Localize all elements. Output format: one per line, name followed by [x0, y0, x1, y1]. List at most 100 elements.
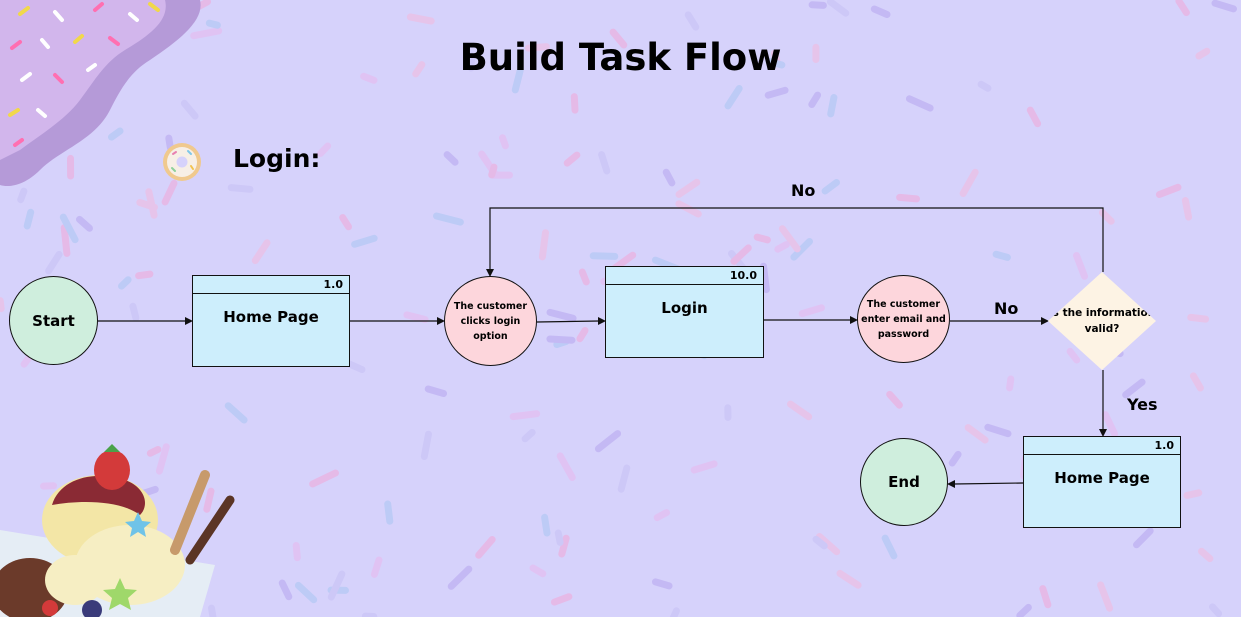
sprinkle — [0, 297, 5, 313]
sprinkle — [190, 27, 223, 40]
sprinkle — [1016, 603, 1032, 617]
sprinkle — [836, 569, 862, 589]
sprinkle — [977, 80, 992, 92]
sprinkle — [669, 607, 680, 617]
sprinkle — [499, 134, 509, 150]
sprinkle — [992, 250, 1011, 261]
sprinkle — [753, 233, 771, 244]
sprinkle — [406, 13, 435, 25]
sprinkle — [546, 335, 576, 344]
sprinkle — [1211, 0, 1237, 13]
sprinkle — [327, 570, 346, 601]
sprinkle — [1066, 347, 1081, 364]
sprinkle — [309, 469, 339, 488]
frosting-drip-decoration — [0, 0, 201, 187]
sprinkle — [1187, 313, 1210, 323]
sprinkle — [161, 179, 178, 206]
sprinkle — [556, 452, 576, 481]
sprinkle — [292, 542, 301, 562]
sprinkle — [433, 212, 464, 226]
arrowheads — [185, 269, 1107, 488]
sprinkle — [208, 604, 217, 617]
sprinkle — [984, 423, 1012, 438]
home-page-box-2: 1.0 Home Page — [1023, 436, 1181, 528]
sprinkle — [808, 91, 822, 108]
sprinkle — [798, 304, 825, 318]
sprinkle — [1183, 489, 1203, 499]
sprinkle — [905, 95, 934, 112]
sprinkle — [251, 239, 271, 265]
sprinkle — [1101, 411, 1119, 438]
sprinkle — [294, 581, 318, 604]
sprinkle — [1175, 0, 1190, 17]
sprinkle — [76, 215, 93, 232]
edge-decision-no-loop — [489, 207, 1104, 272]
sprinkle — [576, 327, 589, 343]
sprinkle — [881, 534, 898, 560]
edge-click-login — [536, 320, 600, 323]
sprinkle — [45, 250, 63, 275]
sprinkle — [424, 385, 448, 397]
sprinkle — [205, 19, 221, 29]
sprinkle — [662, 168, 676, 187]
sprinkle — [765, 57, 786, 69]
connectors — [98, 207, 1104, 485]
sprinkle — [550, 593, 573, 606]
sprinkle — [684, 11, 700, 31]
sprinkle — [1181, 197, 1193, 221]
sprinkle — [790, 238, 813, 261]
donut-icon — [163, 143, 201, 181]
sprinkle — [475, 536, 496, 559]
sprinkle — [447, 565, 473, 590]
sprinkle — [511, 67, 524, 94]
sprinkle — [224, 402, 248, 424]
sprinkle — [17, 187, 28, 204]
sprinkle — [1122, 378, 1146, 399]
sprinkle — [1155, 183, 1182, 198]
sprinkle — [488, 163, 498, 179]
sprinkle — [724, 85, 743, 110]
sprinkle — [948, 450, 962, 467]
edge-home-end — [953, 482, 1024, 485]
sprinkle — [129, 302, 140, 322]
sprinkle — [609, 28, 628, 49]
sprinkle — [675, 178, 701, 198]
sprinkle — [59, 213, 79, 244]
sprinkle — [384, 500, 394, 525]
box-label: Home Page — [223, 308, 319, 326]
sprinkle — [578, 268, 590, 286]
sprinkle — [1039, 585, 1052, 609]
sprinkle — [203, 487, 215, 513]
edge-label-yes: Yes — [1127, 395, 1158, 414]
sprinkle — [443, 151, 459, 166]
sprinkle — [317, 142, 332, 157]
sprinkle — [420, 430, 432, 460]
sprinkle — [467, 52, 476, 72]
sprinkle — [964, 424, 989, 444]
box-number: 1.0 — [1024, 437, 1180, 455]
sprinkle — [812, 535, 828, 550]
sprinkle — [589, 252, 619, 260]
enter-credentials-node: The customer enter email and password — [857, 275, 950, 363]
sprinkle — [370, 556, 383, 578]
sprinkle — [617, 464, 631, 493]
sprinkle — [816, 533, 841, 556]
sprinkle — [524, 43, 550, 52]
section-label: Login: — [233, 144, 321, 173]
sprinkle — [1006, 375, 1015, 392]
sprinkle — [227, 184, 254, 193]
sprinkle — [155, 443, 170, 475]
login-box: 10.0 Login — [605, 266, 764, 358]
sprinkle — [351, 234, 378, 248]
sprinkle — [558, 534, 570, 558]
sprinkle — [959, 168, 979, 197]
sprinkle — [165, 134, 174, 152]
sprinkle — [146, 446, 162, 457]
sprinkle — [108, 127, 124, 141]
sprinkle — [675, 200, 702, 218]
sprinkle — [529, 564, 547, 578]
sprinkle — [598, 151, 611, 175]
sprinkle — [554, 529, 564, 546]
sprinkle — [360, 72, 378, 84]
sprinkle — [521, 428, 536, 443]
